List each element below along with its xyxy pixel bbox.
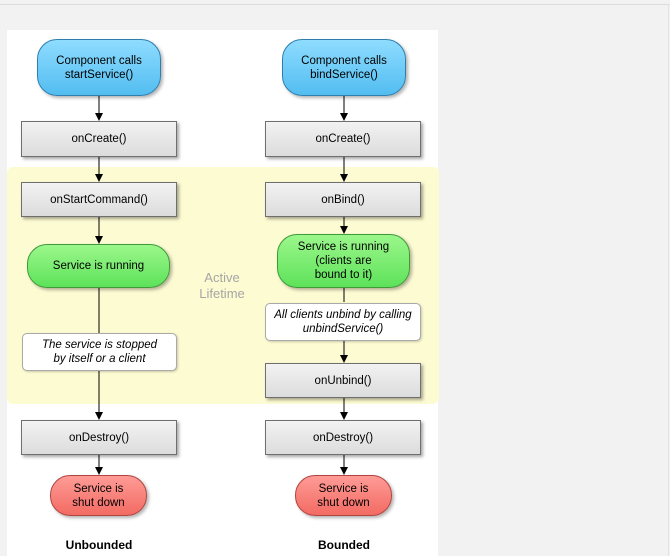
stopped-note: The service is stopped by itself or a cl… (22, 333, 177, 371)
onbind-node: onBind() (265, 182, 421, 217)
oncreate-node-left: onCreate() (21, 121, 177, 157)
unbounded-caption: Unbounded (65, 538, 133, 552)
ondestroy-node-right: onDestroy() (265, 420, 421, 455)
unbind-note: All clients unbind by calling unbindServ… (265, 303, 421, 341)
bind-service-node: Component calls bindService() (282, 39, 406, 96)
active-lifetime-label: Active Lifetime (199, 270, 245, 301)
ondestroy-node-left: onDestroy() (21, 420, 177, 455)
top-border (0, 4, 670, 5)
bounded-caption: Bounded (318, 538, 370, 552)
shutdown-node-left: Service is shut down (50, 475, 147, 516)
oncreate-node-right: onCreate() (265, 121, 421, 157)
start-service-node: Component calls startService() (37, 39, 161, 96)
service-running-node-right: Service is running (clients are bound to… (277, 234, 410, 288)
onstartcommand-node: onStartCommand() (21, 182, 177, 217)
onunbind-node: onUnbind() (265, 363, 421, 398)
service-running-node-left: Service is running (27, 244, 170, 288)
right-border (668, 4, 669, 556)
shutdown-node-right: Service is shut down (295, 475, 392, 516)
